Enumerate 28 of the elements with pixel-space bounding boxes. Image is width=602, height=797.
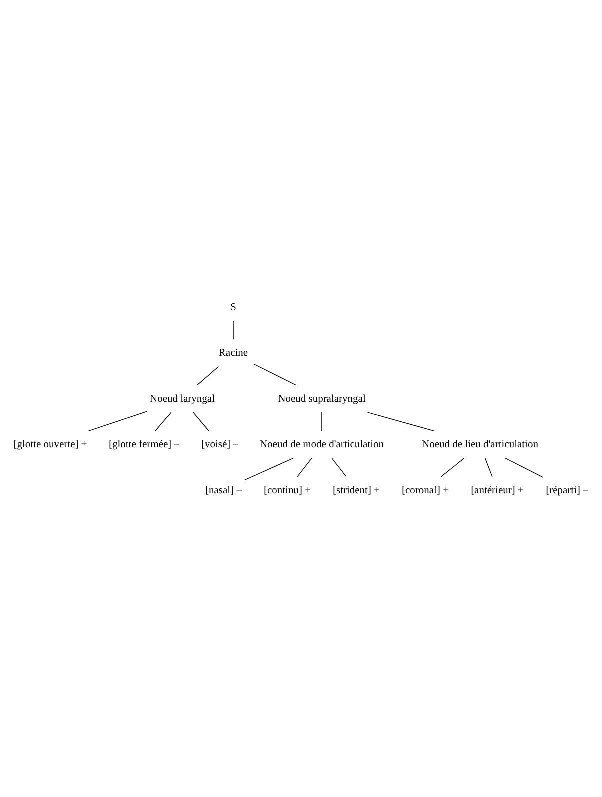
connector bbox=[253, 363, 297, 386]
node-text: [continu] + bbox=[264, 484, 312, 496]
connector bbox=[155, 412, 172, 431]
node-text: S bbox=[230, 302, 236, 313]
connector bbox=[332, 457, 347, 477]
connector bbox=[233, 320, 234, 340]
node-text: [réparti] – bbox=[546, 484, 588, 496]
connector bbox=[440, 457, 465, 477]
node-text: Noeud de mode d'articulation bbox=[260, 439, 384, 450]
node-text: [glotte ouverte] + bbox=[14, 439, 88, 450]
node-text: Noeud laryngal bbox=[150, 393, 216, 404]
connector bbox=[192, 412, 210, 431]
connector bbox=[88, 410, 148, 432]
node-text: [voisé] – bbox=[201, 439, 239, 450]
node-text: [glotte fermée] – bbox=[108, 439, 180, 450]
connector bbox=[484, 457, 493, 477]
connector bbox=[505, 457, 544, 478]
node-text: [nasal] – bbox=[206, 484, 242, 496]
node-text: Racine bbox=[218, 348, 248, 359]
node-text: [coronal] + bbox=[402, 484, 450, 496]
node-text: Noeud de lieu d'articulation bbox=[422, 439, 538, 450]
connector bbox=[297, 457, 312, 477]
node-text: Noeud supralaryngal bbox=[278, 393, 366, 404]
node-text: [strident] + bbox=[332, 484, 380, 496]
connector bbox=[244, 457, 294, 480]
connector bbox=[367, 412, 435, 432]
connector bbox=[197, 366, 220, 386]
node-text: [antérieur] + bbox=[471, 484, 524, 496]
